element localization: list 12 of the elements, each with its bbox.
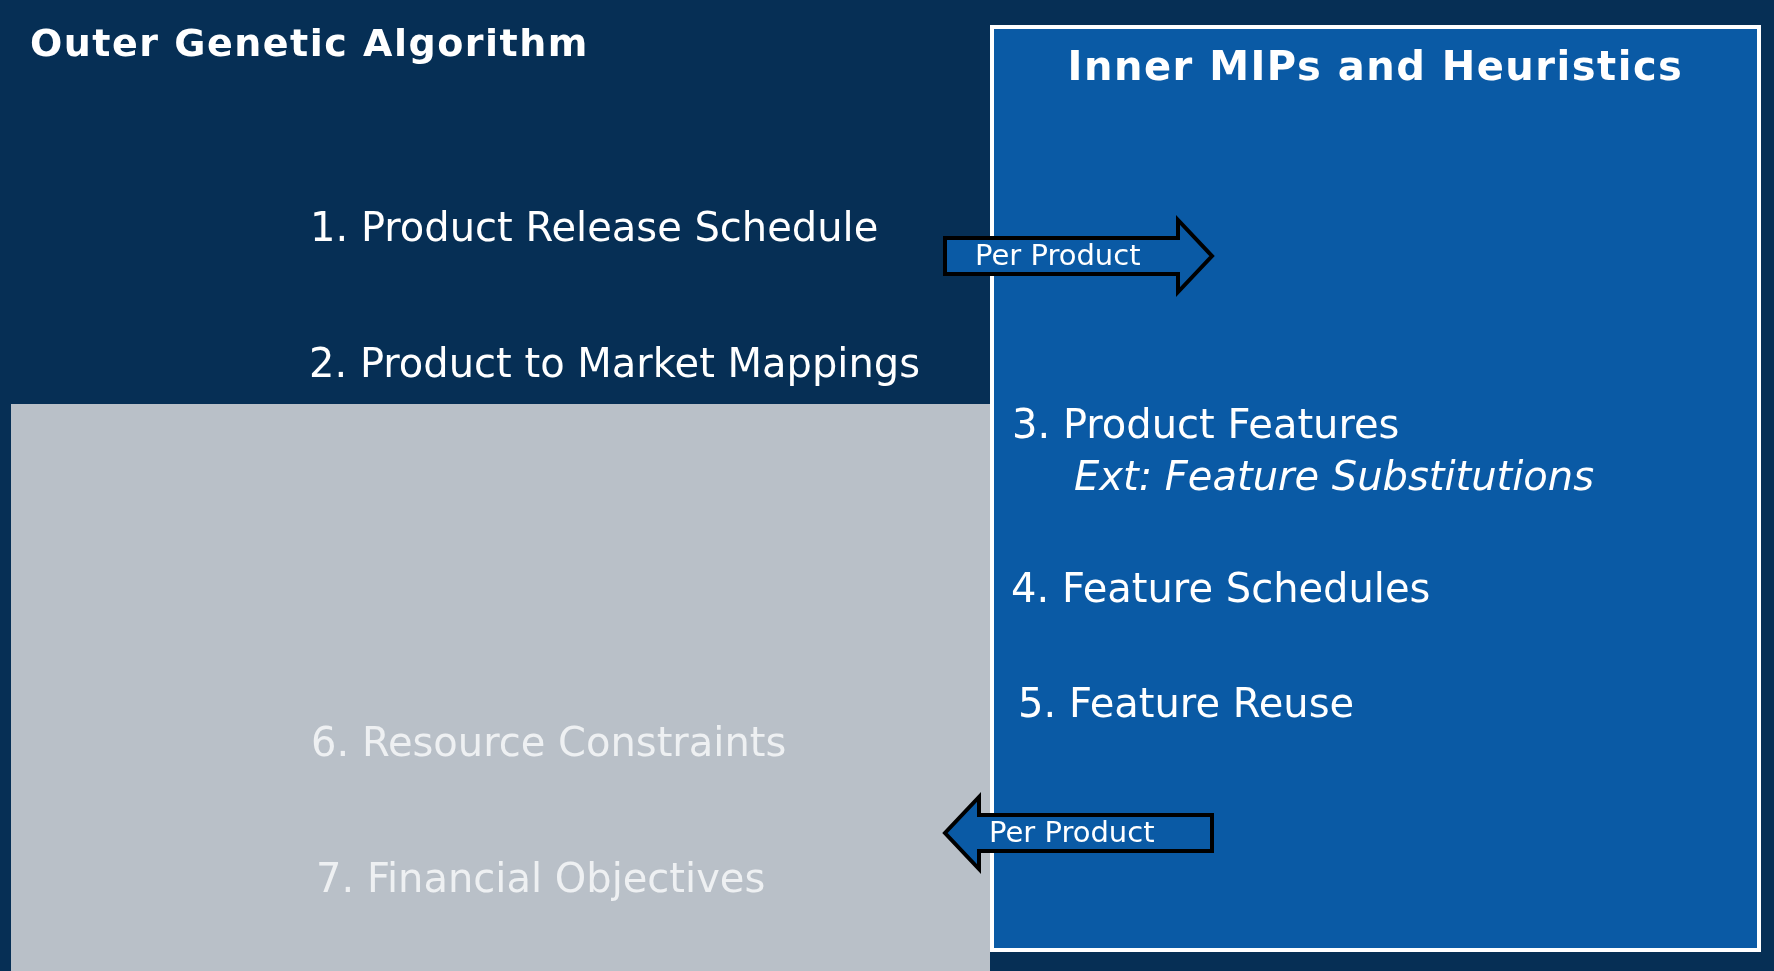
edge-label: Per Product xyxy=(989,815,1155,849)
panel-title: Inner MIPs and Heuristics xyxy=(1066,43,1685,89)
item-text: 2. Product to Market Mappings xyxy=(309,340,921,386)
item-text: 4. Feature Schedules xyxy=(1011,565,1431,611)
block-arrow xyxy=(942,791,1214,875)
item-text: 1. Product Release Schedule xyxy=(310,204,879,250)
edge-label: Per Product xyxy=(975,238,1141,272)
item-note: Ext: Feature Substitutions xyxy=(1074,453,1595,499)
item-text: 5. Feature Reuse xyxy=(1018,680,1355,726)
block-arrow xyxy=(943,214,1215,298)
item-text: 3. Product Features xyxy=(1012,401,1400,447)
panel-title: Outer Genetic Algorithm xyxy=(30,21,589,65)
